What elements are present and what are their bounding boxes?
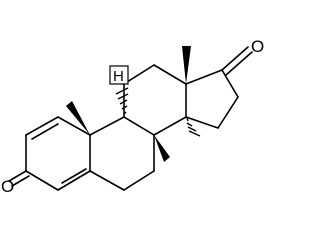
bond-c15-c14 — [185, 116, 219, 129]
bond-c11-c12 — [123, 64, 155, 85]
structure-canvas: O O H — [1, 37, 264, 196]
bond-c4-c5-double — [61, 168, 87, 184]
bonds — [8, 46, 253, 191]
oxygen-3-label: O — [1, 177, 14, 196]
stereo-bonds — [66, 46, 201, 162]
wedge-c13-methyl — [182, 46, 191, 84]
bond-c17-c16 — [221, 69, 239, 98]
bond-c12-c13 — [153, 64, 187, 85]
bond-c3-o3-double — [11, 175, 30, 187]
bond-c16-c15 — [217, 96, 239, 129]
hash-c14-h — [186, 117, 201, 137]
bond-c13-c17 — [185, 69, 223, 85]
bond-c8-c9 — [123, 116, 155, 136]
bond-c10-c1 — [57, 116, 91, 136]
bond-c4-c5 — [57, 170, 91, 191]
hydrogen-9-label: H — [113, 68, 124, 85]
molecule-drawing: O O H — [1, 37, 264, 196]
bond-c1-c2-double — [31, 123, 59, 140]
wedge-c10-methyl — [66, 101, 90, 135]
bond-c17-o17-double — [225, 51, 253, 76]
bond-c1-c2 — [25, 116, 59, 136]
bond-c14-c8 — [153, 116, 187, 136]
oxygen-17-label: O — [251, 37, 264, 56]
bond-c9-c10 — [89, 116, 125, 136]
bond-c5-c6 — [89, 170, 125, 191]
hydrogen-9-box: H — [109, 65, 129, 85]
wedge-c8-h — [154, 135, 170, 162]
bond-c3-o3 — [8, 170, 27, 182]
bond-c3-c4 — [25, 170, 59, 191]
hash-c9-h — [115, 87, 129, 115]
bond-c6-c7 — [123, 170, 155, 191]
bond-c17-o17 — [221, 46, 249, 71]
